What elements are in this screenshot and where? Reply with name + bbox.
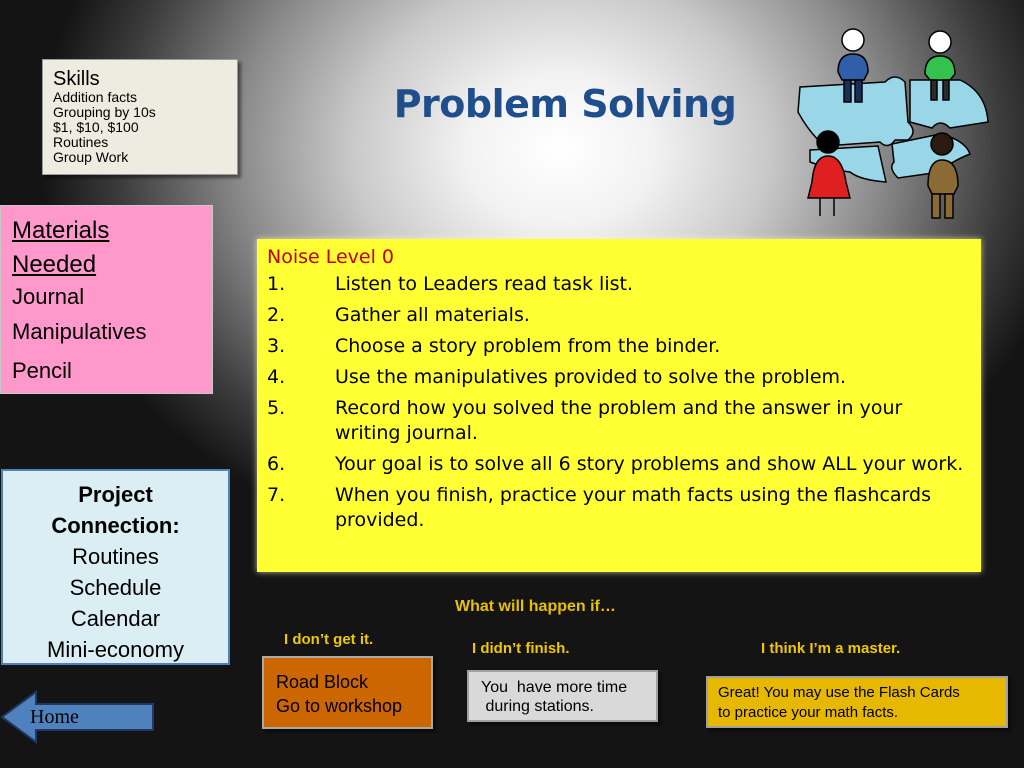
step-number: 6. [267, 453, 286, 475]
more-time-line1: You have more time [481, 679, 628, 696]
what-if-question: What will happen if… [455, 598, 616, 615]
materials-heading-line2: Needed [12, 251, 97, 278]
didnt-finish-label: I didn’t finish. [472, 640, 570, 657]
page-title: Problem Solving [393, 82, 737, 126]
materials-item: Journal [12, 284, 85, 309]
project-item: Routines [72, 544, 159, 569]
project-item: Mini-economy [47, 637, 184, 662]
task-step: 3. Choose a story problem from the binder… [267, 334, 971, 359]
skills-item: Addition facts [53, 89, 138, 105]
skills-heading: Skills [53, 68, 100, 90]
step-number: 4. [267, 366, 286, 388]
task-step: 2. Gather all materials. [267, 303, 971, 328]
materials-item: Manipulatives [12, 319, 147, 344]
task-step: 5. Record how you solved the problem and … [267, 396, 971, 446]
skills-item: Group Work [53, 149, 129, 165]
step-text: Use the manipulatives provided to solve … [335, 366, 847, 388]
task-step: 6. Your goal is to solve all 6 story prob… [267, 452, 971, 477]
task-step: 1. Listen to Leaders read task list. [267, 272, 971, 297]
road-block-line1: Road Block [276, 672, 369, 692]
step-text: Your goal is to solve all 6 story proble… [335, 453, 964, 475]
road-block-box: Road Block Go to workshop [262, 656, 433, 729]
master-line1: Great! You may use the Flash Cards [718, 684, 960, 701]
task-step: 7. When you finish, practice your math fa… [267, 483, 971, 533]
master-label: I think I’m a master. [761, 640, 901, 657]
skills-box: Skills Addition facts Grouping by 10s $1… [42, 59, 238, 175]
dont-get-it-label: I don’t get it. [284, 631, 374, 648]
puzzle-team-icon [797, 28, 989, 219]
step-number: 5. [267, 397, 286, 419]
noise-level: Noise Level 0 [267, 246, 395, 268]
step-number: 7. [267, 484, 286, 506]
step-number: 2. [267, 304, 286, 326]
task-step: 4. Use the manipulatives provided to solv… [267, 365, 971, 390]
home-button[interactable]: Home [0, 690, 156, 744]
project-heading-line1: Project [78, 482, 153, 507]
step-number: 1. [267, 273, 286, 295]
materials-heading-line1: Materials [12, 217, 110, 244]
project-item: Calendar [70, 606, 161, 631]
project-connection-box: Project Connection: Routines Schedule Ca… [1, 469, 230, 665]
skills-item: $1, $10, $100 [53, 119, 139, 135]
step-text: Listen to Leaders read task list. [335, 273, 633, 295]
skills-item: Routines [53, 134, 109, 150]
step-text: When you finish, practice your math fact… [335, 484, 931, 531]
task-list-box: Noise Level 0 1. Listen to Leaders read t… [257, 239, 981, 572]
road-block-line2: Go to workshop [276, 696, 403, 716]
master-box: Great! You may use the Flash Cards to pr… [706, 676, 1008, 728]
materials-box: Materials Needed Journal Manipulatives P… [0, 205, 213, 394]
step-text: Choose a story problem from the binder. [335, 335, 721, 357]
step-text: Record how you solved the problem and th… [335, 397, 903, 444]
project-heading-line2: Connection: [51, 513, 180, 538]
left-arrow-icon [0, 690, 154, 744]
more-time-box: You have more time during stations. [467, 670, 658, 722]
task-steps: 1. Listen to Leaders read task list. 2. Ga… [267, 272, 971, 533]
more-time-line2: during stations. [481, 698, 594, 715]
project-item: Schedule [69, 575, 162, 600]
materials-item: Pencil [12, 358, 72, 383]
step-number: 3. [267, 335, 286, 357]
master-line2: to practice your math facts. [718, 704, 899, 721]
home-label: Home [30, 706, 79, 728]
step-text: Gather all materials. [335, 304, 530, 326]
skills-item: Grouping by 10s [53, 104, 156, 120]
